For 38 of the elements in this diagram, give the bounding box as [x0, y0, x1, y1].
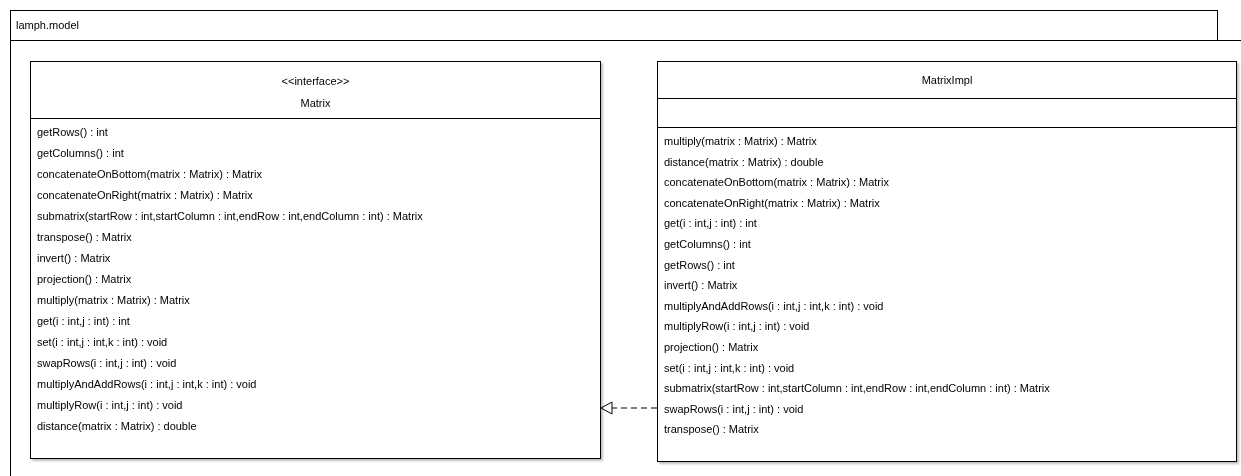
- method-label: invert() : Matrix: [664, 278, 738, 294]
- method-label: transpose() : Matrix: [37, 230, 132, 246]
- method-label: getColumns() : int: [664, 237, 751, 252]
- method-label: set(i : int,j : int,k : int) : void: [664, 360, 795, 376]
- method-label: getRows() : int: [37, 125, 108, 141]
- method-label: multiplyRow(i : int,j : int) : void: [664, 319, 810, 335]
- method-label: swapRows(i : int,j : int) : void: [37, 356, 177, 372]
- method-label: multiplyAndAddRows(i : int,j : int,k : int) : void: [664, 298, 884, 314]
- method-label: multiplyAndAddRows(i : int,j : int,k : int) : void: [37, 377, 257, 393]
- class-name: MatrixImpl: [921, 72, 973, 88]
- method-label: multiply(matrix : Matrix) : Matrix: [664, 134, 817, 150]
- package-frame: [10, 10, 1241, 476]
- class-box: [30, 61, 601, 459]
- method-label: invert() : Matrix: [37, 251, 111, 267]
- method-label: multiplyRow(i : int,j : int) : void: [37, 398, 183, 414]
- method-label: distance(matrix : Matrix) : double: [664, 154, 824, 170]
- method-label: projection() : Matrix: [664, 340, 759, 355]
- method-label: submatrix(startRow : int,startColumn : int,endRow : int,endColumn : int) : Matrix: [664, 381, 1050, 397]
- method-label: concatenateOnRight(matrix : Matrix) : Matrix: [37, 188, 253, 204]
- method-label: getColumns() : int: [37, 146, 124, 162]
- method-label: get(i : int,j : int) : int: [664, 216, 757, 232]
- method-label: concatenateOnBottom(matrix : Matrix) : Matrix: [37, 167, 262, 183]
- method-label: get(i : int,j : int) : int: [37, 314, 130, 330]
- package-tab: lamph.model: [11, 10, 1218, 41]
- method-label: transpose() : Matrix: [664, 422, 759, 438]
- class-name: Matrix: [300, 96, 331, 111]
- method-label: projection() : Matrix: [37, 272, 132, 288]
- method-label: multiply(matrix : Matrix) : Matrix: [37, 293, 190, 309]
- method-label: getRows() : int: [664, 257, 735, 273]
- method-label: distance(matrix : Matrix) : double: [37, 419, 197, 435]
- class-box: [657, 61, 1237, 462]
- method-label: submatrix(startRow : int,startColumn : int,endRow : int,endColumn : int) : Matrix: [37, 209, 423, 225]
- realization-arrow: [600, 401, 658, 415]
- method-label: concatenateOnBottom(matrix : Matrix) : Matrix: [664, 175, 889, 191]
- method-label: set(i : int,j : int,k : int) : void: [37, 335, 168, 351]
- method-label: concatenateOnRight(matrix : Matrix) : Matrix: [664, 195, 880, 211]
- method-label: swapRows(i : int,j : int) : void: [664, 401, 804, 417]
- stereotype-label: <<interface>>: [281, 74, 350, 89]
